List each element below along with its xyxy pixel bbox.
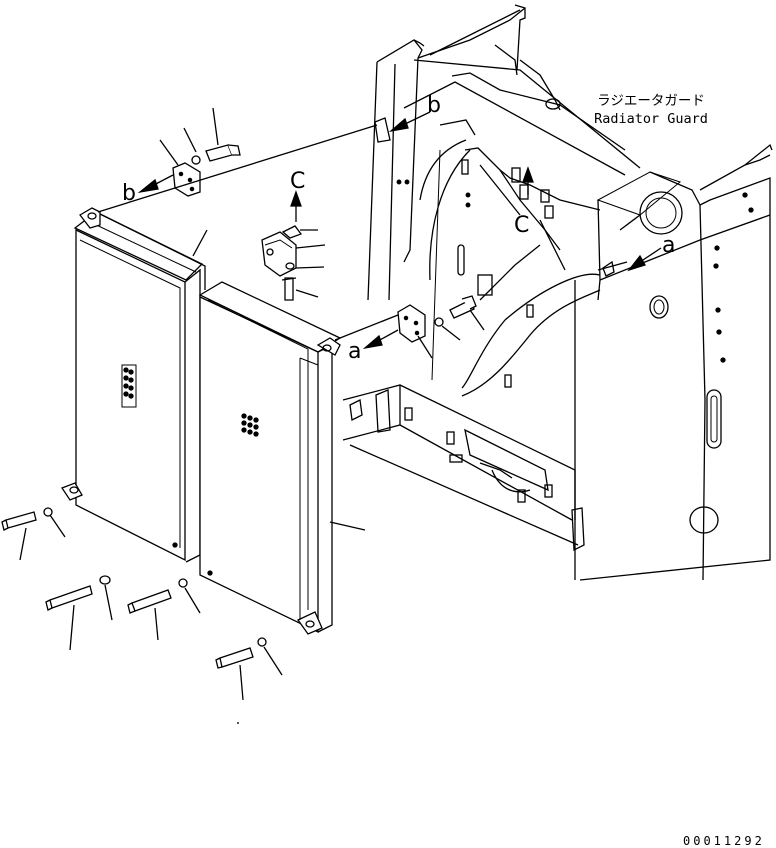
arrow-c-right — [522, 166, 534, 195]
callout-b-left: b — [122, 181, 136, 206]
callout-a-left: a — [348, 339, 361, 364]
bracket-a — [397, 304, 426, 343]
front-panel-grille — [241, 413, 259, 437]
callout-c-right: C — [514, 213, 529, 238]
bolts-lower — [1, 507, 267, 669]
callout-a-right: a — [662, 233, 675, 258]
title-japanese: ラジエータガード — [597, 93, 705, 109]
callout-c-left: C — [290, 169, 305, 194]
bolt-right — [434, 295, 477, 327]
bracket-b — [172, 162, 201, 197]
arrow-a-left — [362, 329, 399, 350]
radiator-guard-frame — [342, 4, 773, 581]
callout-b-top: b — [427, 93, 441, 118]
diagram-title: ラジエータガード Radiator Guard — [588, 92, 714, 128]
arrow-b-left — [137, 174, 174, 194]
arrow-b-top — [388, 111, 431, 133]
leader-lines — [19, 107, 628, 724]
radiator-guard-cover-assembly — [61, 207, 342, 635]
back-panel-grille — [121, 364, 137, 408]
title-english: Radiator Guard — [594, 111, 708, 127]
bolt-top — [191, 144, 241, 165]
arrow-c-left — [290, 190, 302, 222]
arrow-a-right — [627, 247, 662, 272]
clamp-c — [261, 225, 303, 301]
document-number: 00011292 — [683, 834, 765, 848]
